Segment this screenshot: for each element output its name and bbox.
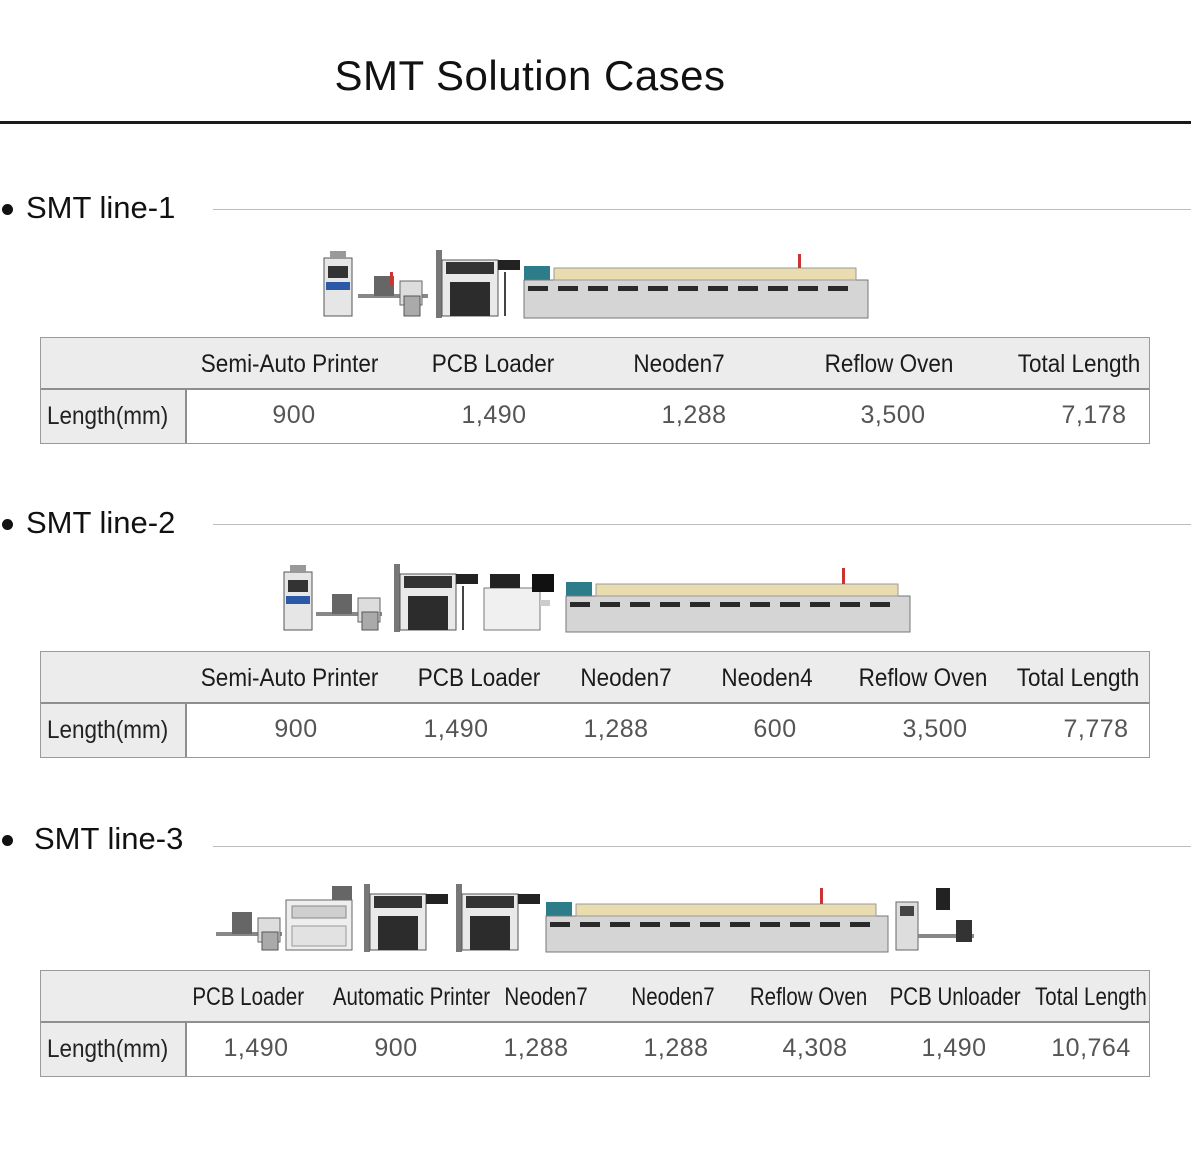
section-divider xyxy=(213,846,1191,847)
table-cell: 3,500 xyxy=(902,715,968,743)
column-header: Automatic Printer xyxy=(332,983,491,1011)
automatic-printer-icon xyxy=(285,886,353,951)
section-title: SMT line-3 xyxy=(34,821,184,856)
column-header: Total Length xyxy=(1035,983,1147,1011)
pcb-loader-icon xyxy=(358,272,428,317)
row-label-cell: Length(mm) xyxy=(41,390,187,443)
neoden7-icon xyxy=(364,884,448,952)
column-header: Reflow Oven xyxy=(824,350,954,378)
row-label-cell: Length(mm) xyxy=(41,1023,187,1076)
column-header: Neoden7 xyxy=(504,983,588,1011)
neoden7-icon xyxy=(436,250,520,318)
table-cell: 10,764 xyxy=(1051,1034,1131,1062)
section-divider xyxy=(213,524,1191,525)
section-divider xyxy=(213,209,1191,210)
neoden7-icon xyxy=(394,564,478,632)
table-cell: 4,308 xyxy=(782,1034,848,1062)
table-cell: 1,288 xyxy=(503,1034,569,1062)
column-header: Total Length xyxy=(1016,664,1140,692)
column-header: Neoden4 xyxy=(721,664,813,692)
pcb-loader-icon xyxy=(216,912,282,951)
column-header: Total Length xyxy=(1017,350,1141,378)
section-header: SMT line-1 xyxy=(0,190,1191,230)
smt-line-2-equipment-illustration xyxy=(283,564,911,633)
column-header: Semi-Auto Printer xyxy=(200,664,379,692)
row-label: Length(mm) xyxy=(47,402,169,430)
table-cell: 7,178 xyxy=(1061,401,1127,429)
column-header: Neoden7 xyxy=(580,664,672,692)
table-cell: 1,490 xyxy=(223,1034,289,1062)
section-header: SMT line-3 xyxy=(0,821,1191,861)
pcb-unloader-icon xyxy=(895,888,974,951)
title-divider xyxy=(0,121,1191,124)
section-title: SMT line-2 xyxy=(26,505,176,540)
neoden7-icon xyxy=(456,884,540,952)
table-cell: 600 xyxy=(753,715,797,743)
table-header-row: Semi-Auto Printer PCB Loader Neoden7 Ref… xyxy=(41,338,1149,390)
bullet-icon xyxy=(2,519,13,530)
table-cell: 7,778 xyxy=(1063,715,1129,743)
column-header: PCB Loader xyxy=(192,983,305,1011)
column-header: PCB Unloader xyxy=(889,983,1021,1011)
column-header: Reflow Oven xyxy=(749,983,868,1011)
smt-line-1-table: Semi-Auto Printer PCB Loader Neoden7 Ref… xyxy=(40,337,1150,444)
column-header: PCB Loader xyxy=(417,664,541,692)
table-cell: 1,490 xyxy=(423,715,489,743)
reflow-oven-icon xyxy=(545,888,889,953)
neoden4-icon xyxy=(483,574,554,631)
row-label: Length(mm) xyxy=(47,716,169,744)
reflow-oven-icon xyxy=(523,254,869,319)
bullet-icon xyxy=(2,204,13,215)
table-cell: 1,288 xyxy=(583,715,649,743)
section-title: SMT line-1 xyxy=(26,190,176,225)
semi-auto-printer-icon xyxy=(323,251,353,317)
smt-line-2-table: Semi-Auto Printer PCB Loader Neoden7 Neo… xyxy=(40,651,1150,758)
table-cell: 1,490 xyxy=(921,1034,987,1062)
table-cell: 900 xyxy=(374,1034,418,1062)
table-cell: 1,288 xyxy=(643,1034,709,1062)
column-header: Neoden7 xyxy=(633,350,725,378)
pcb-loader-icon xyxy=(316,594,382,631)
smt-line-3-table: PCB Loader Automatic Printer Neoden7 Neo… xyxy=(40,970,1150,1077)
column-header: Neoden7 xyxy=(631,983,715,1011)
table-cell: 3,500 xyxy=(860,401,926,429)
row-label: Length(mm) xyxy=(47,1035,169,1063)
table-header-row: PCB Loader Automatic Printer Neoden7 Neo… xyxy=(41,971,1149,1023)
section-header: SMT line-2 xyxy=(0,505,1191,545)
table-cell: 900 xyxy=(274,715,318,743)
table-cell: 900 xyxy=(272,401,316,429)
semi-auto-printer-icon xyxy=(283,565,313,631)
table-cell: 1,288 xyxy=(661,401,727,429)
table-cell: 1,490 xyxy=(461,401,527,429)
page-title: SMT Solution Cases xyxy=(334,52,726,99)
column-header: Semi-Auto Printer xyxy=(200,350,379,378)
bullet-icon xyxy=(2,835,13,846)
smt-line-3-equipment-illustration xyxy=(216,884,974,953)
smt-line-1-equipment-illustration xyxy=(323,250,869,319)
column-header: Reflow Oven xyxy=(858,664,988,692)
row-label-cell: Length(mm) xyxy=(41,704,187,757)
column-header: PCB Loader xyxy=(431,350,555,378)
reflow-oven-icon xyxy=(565,568,911,633)
table-header-row: Semi-Auto Printer PCB Loader Neoden7 Neo… xyxy=(41,652,1149,704)
